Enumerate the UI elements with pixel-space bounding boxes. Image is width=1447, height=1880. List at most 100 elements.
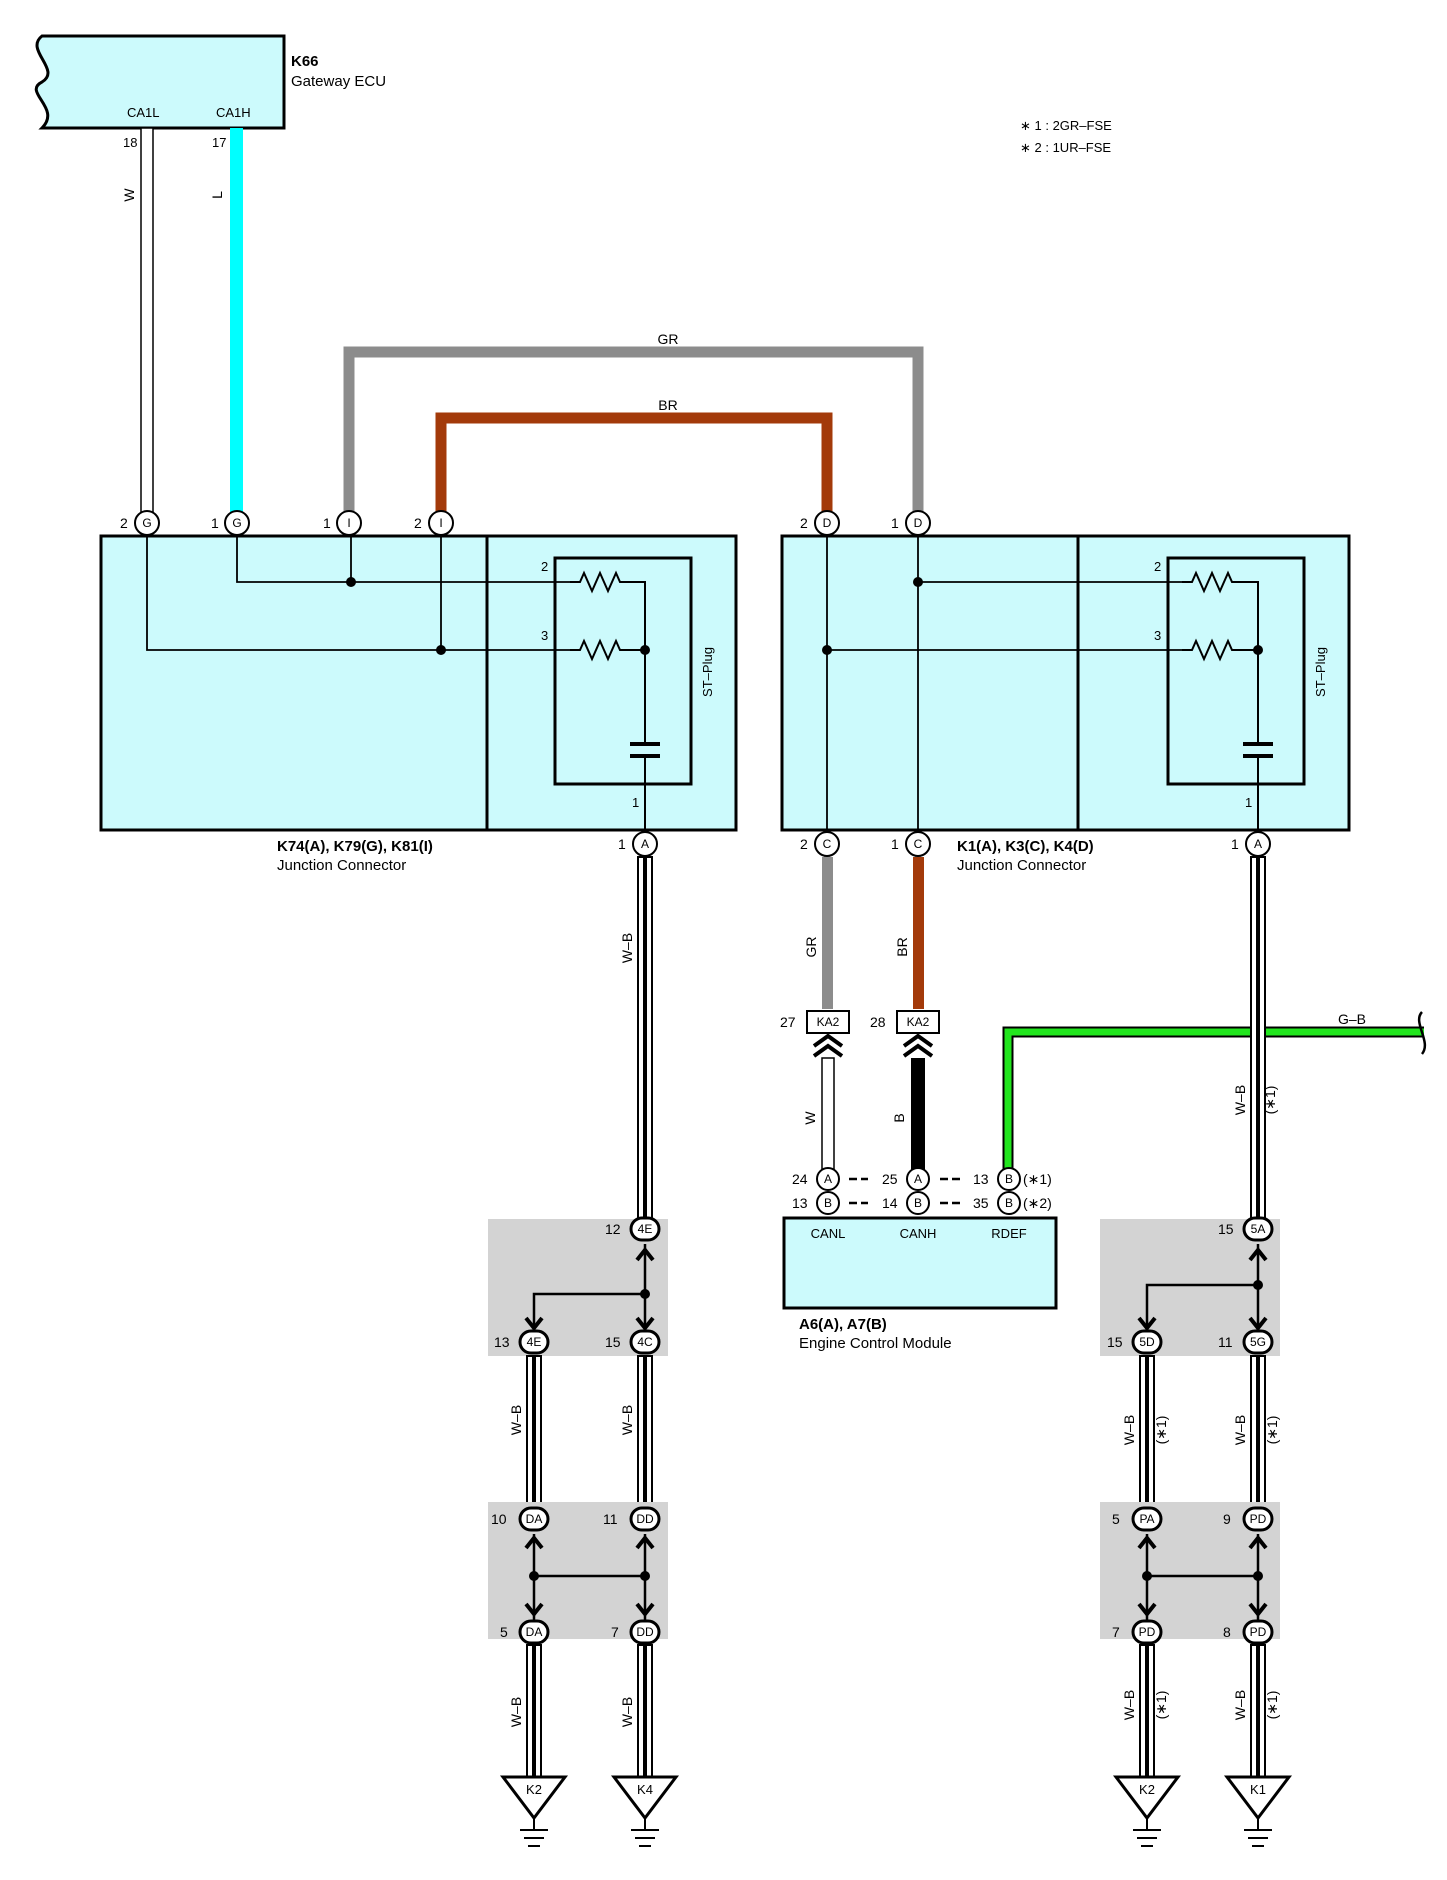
gateway-num-17: 17 <box>212 135 226 150</box>
jc-left-pin-2i: I 2 <box>414 510 454 536</box>
ground-k2-left: K2 <box>499 1775 569 1847</box>
engine-control-module <box>782 1216 1058 1310</box>
right-junction-j3b: PD 9 <box>1223 1506 1274 1532</box>
jc-right-pin-tag: C <box>823 837 832 851</box>
junction-num: 10 <box>491 1511 507 1527</box>
gateway-num-18: 18 <box>123 135 137 150</box>
junction-tag: 4E <box>638 1222 653 1236</box>
ecm-pin-tag: B <box>824 1196 832 1210</box>
junction-connector-left <box>99 534 738 832</box>
junction-num: 15 <box>1107 1334 1123 1350</box>
jc-left-pin-num: 1 <box>323 515 331 531</box>
jc-right-pin-tag: D <box>914 516 923 530</box>
wire-gb-break <box>1417 1011 1427 1055</box>
wire-label-wb-left-mid-a: W–B <box>508 1405 524 1435</box>
junction-tag: PA <box>1139 1512 1154 1526</box>
ecm-pin-note: (∗1) <box>1023 1171 1052 1187</box>
left-junction-j2b: 4C 15 <box>605 1329 661 1355</box>
jc-left-pin-tag: G <box>142 516 151 530</box>
junction-tag: 4E <box>527 1335 542 1349</box>
jc-right-pin-2c: C 2 <box>800 831 840 857</box>
jc-right-pin-1a: A 1 <box>1231 831 1271 857</box>
right-junction-j2a: 5D 15 <box>1107 1329 1163 1355</box>
jc-left-inner-1: 1 <box>632 795 639 810</box>
left-chain-wires <box>637 856 653 1226</box>
ground-label: K2 <box>1139 1782 1155 1797</box>
wire-w-lower <box>821 1057 835 1171</box>
junction-num: 5 <box>1112 1511 1120 1527</box>
jc-right-pin-1d: D 1 <box>891 510 931 536</box>
right-junction-j4a: PD 7 <box>1112 1619 1163 1645</box>
ground-k1-right: K1 <box>1223 1775 1293 1847</box>
jc-left-pin-num: 1 <box>211 515 219 531</box>
jc-left-pin-num: 2 <box>414 515 422 531</box>
jc-left-pin-1a: A 1 <box>618 831 658 857</box>
ecm-pin-tag: A <box>914 1172 922 1186</box>
junction-num: 13 <box>494 1334 510 1350</box>
jc-right-st-plug: ST–Plug <box>1313 647 1328 697</box>
right-ground-wires <box>1139 1644 1266 1778</box>
ecm-pin-num: 24 <box>792 1171 808 1187</box>
wire-label-star-right-low-a: (∗1) <box>1153 1691 1169 1720</box>
ecm-title: A6(A), A7(B) <box>799 1316 887 1333</box>
jc-right-pin-num: 2 <box>800 515 808 531</box>
junction-num: 9 <box>1223 1511 1231 1527</box>
ground-label: K2 <box>526 1782 542 1797</box>
left-junction-j2a: 4E 13 <box>494 1329 550 1355</box>
right-junction-j1: 5A 15 <box>1218 1216 1274 1242</box>
jc-right-inner-1: 1 <box>1245 795 1252 810</box>
ecm-pin-rdef: RDEF <box>991 1226 1026 1241</box>
ecm-pin-num: 13 <box>792 1195 808 1211</box>
wire-label-wb-left-low-b: W–B <box>619 1697 635 1727</box>
ecm-pin-num: 14 <box>882 1195 898 1211</box>
ecm-pin-num: 25 <box>882 1171 898 1187</box>
left-splice-1 <box>532 1244 647 1331</box>
wire-label-star-right-low-b: (∗1) <box>1264 1691 1280 1720</box>
ka2-connector-28: KA2 28 <box>870 1010 940 1058</box>
jc-right-pin-tag: D <box>823 516 832 530</box>
ecm-pin-tag: B <box>1005 1196 1013 1210</box>
ka2-num: 27 <box>780 1014 796 1030</box>
ka2-connector-27: KA2 27 <box>780 1010 850 1058</box>
wire-b-lower <box>911 1058 925 1170</box>
ecm-pin-tag: A <box>824 1172 832 1186</box>
ecm-pin-row1: A 24 A 25 B 13 (∗1) <box>792 1167 1052 1191</box>
wire-label-wb-left-upper: W–B <box>619 933 635 963</box>
left-junction-j4b: DD 7 <box>611 1619 661 1645</box>
wire-gr-loop <box>343 346 924 521</box>
left-splice-dot-1 <box>640 1289 650 1299</box>
junction-num: 8 <box>1223 1624 1231 1640</box>
jc-left-pin-2g: G 2 <box>120 510 160 536</box>
wire-label-wb-right-mid-a: W–B <box>1121 1415 1137 1445</box>
jc-left-inner-2: 2 <box>541 559 548 574</box>
jc-left-pin-1i: I 1 <box>323 510 362 536</box>
jc-left-st-plug: ST–Plug <box>700 647 715 697</box>
ecm-pin-canl: CANL <box>811 1226 846 1241</box>
junction-tag: PD <box>1139 1625 1156 1639</box>
wire-label-w-lower: W <box>802 1111 818 1125</box>
junction-num: 11 <box>603 1511 618 1527</box>
right-splice-dot-1 <box>1253 1280 1263 1290</box>
note-2: ∗ 2 : 1UR–FSE <box>1020 140 1111 155</box>
wire-label-b: B <box>891 1113 907 1122</box>
ecm-subtitle: Engine Control Module <box>799 1335 952 1352</box>
jc-left-pin-1g: G 1 <box>211 510 250 536</box>
left-junction-j1: 4E 12 <box>605 1216 661 1242</box>
junction-tag: PD <box>1250 1625 1267 1639</box>
ecm-pin-row2: B 13 B 14 B 35 (∗2) <box>792 1191 1052 1215</box>
right-junction-j2b: 5G 11 <box>1218 1329 1274 1355</box>
right-mid-wires <box>1139 1355 1266 1513</box>
right-splice-dot-2b <box>1253 1571 1263 1581</box>
right-arrow-down-2 <box>1137 1602 1268 1618</box>
wire-label-star-right-mid-a: (∗1) <box>1153 1416 1169 1445</box>
jc-right-title: K1(A), K3(C), K4(D) <box>957 838 1094 855</box>
wire-label-wb-right-upper: W–B <box>1232 1085 1248 1115</box>
junction-tag: DD <box>636 1625 654 1639</box>
ecm-pin-num: 35 <box>973 1195 989 1211</box>
ecm-pin-tag: B <box>1005 1172 1013 1186</box>
junction-num: 7 <box>1112 1624 1120 1640</box>
gateway-code: K66 <box>291 53 319 70</box>
junction-tag: DA <box>526 1625 543 1639</box>
ecm-pin-canh: CANH <box>900 1226 937 1241</box>
jc-right-pin-num: 2 <box>800 836 808 852</box>
